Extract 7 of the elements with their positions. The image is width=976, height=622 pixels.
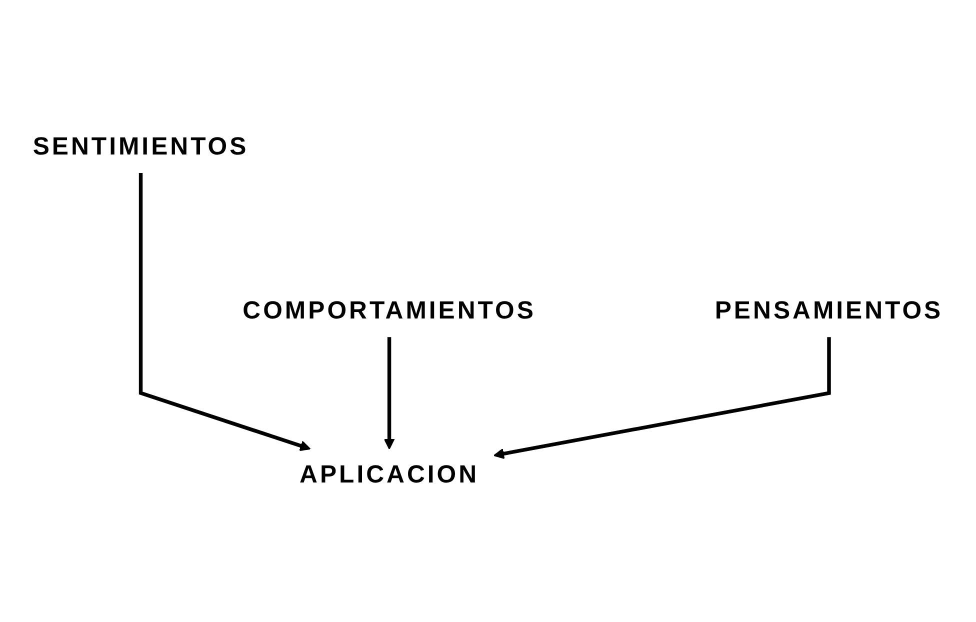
node-text: PENSAMIENTOS — [714, 297, 944, 325]
arrow — [493, 337, 831, 460]
node-text: COMPORTAMIENTOS — [242, 297, 536, 325]
arrow — [138, 173, 311, 452]
node-text: APLICACION — [300, 461, 480, 489]
arrow — [384, 337, 395, 450]
node-text: SENTIMIENTOS — [32, 133, 249, 161]
